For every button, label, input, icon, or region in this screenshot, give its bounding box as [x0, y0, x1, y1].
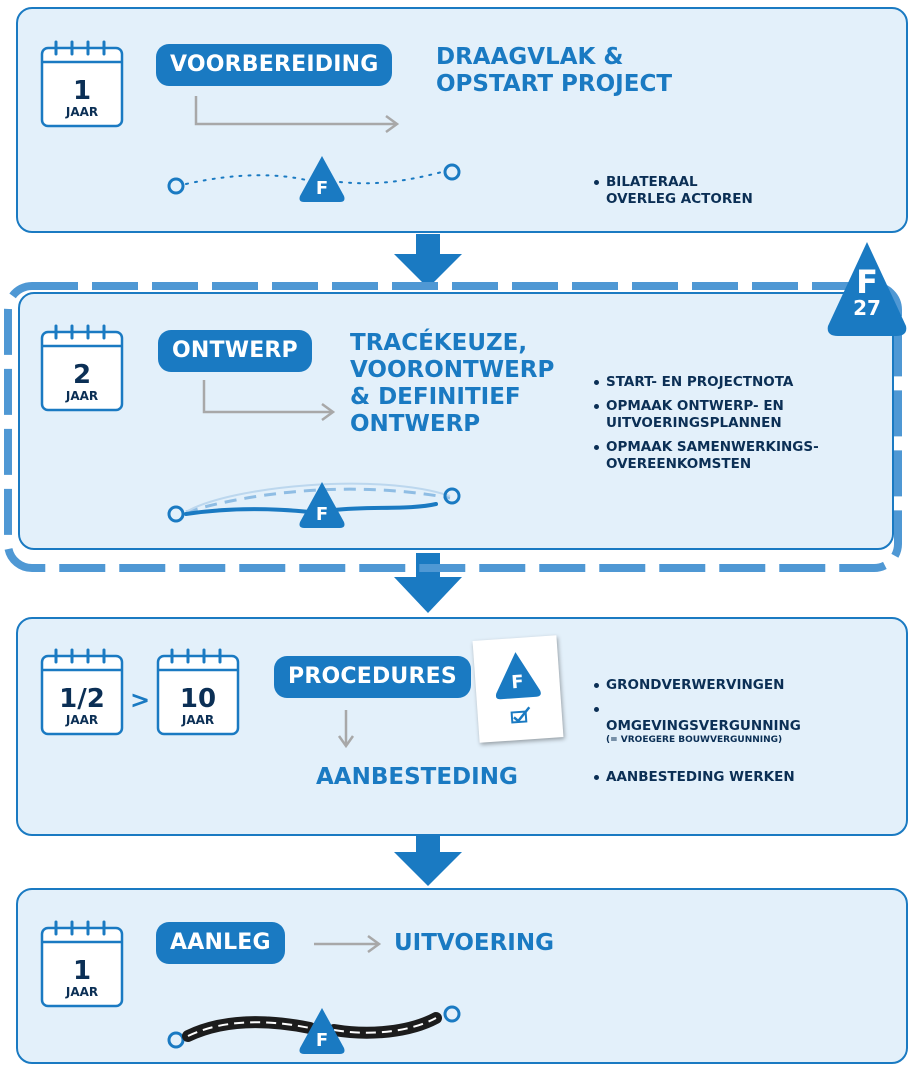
duration-value: 10 [179, 684, 217, 714]
duration-unit: JAAR [181, 713, 215, 727]
duration-calendar: 1 JAAR [40, 38, 124, 128]
phase-label-procedures: PROCEDURES [274, 656, 471, 698]
f-marker-icon [299, 1008, 345, 1054]
timeline-marker-letter: F [315, 504, 329, 525]
timeline-curves [167, 482, 461, 528]
bullet-item: OMGEVINGSVERGUNNING (= VROEGERE BOUWVERG… [592, 701, 801, 762]
phase-label-aanleg: AANLEG [156, 922, 285, 964]
phase-description: UITVOERING [394, 930, 554, 956]
phase-label-ontwerp: ONTWERP [158, 330, 312, 372]
down-arrow-icon [394, 834, 462, 886]
stage-bullets: BILATERAAL OVERLEG ACTOREN [592, 174, 753, 215]
f27-badge: F 27 [826, 240, 908, 338]
duration-calendar-from: 1/2 JAAR [40, 646, 124, 736]
bullet-item: BILATERAAL OVERLEG ACTOREN [592, 174, 753, 208]
duration-unit: JAAR [65, 985, 99, 999]
phase-description: DRAAGVLAK & OPSTART PROJECT [436, 44, 673, 97]
down-arrow-icon [394, 234, 462, 288]
f-marker-icon [299, 156, 345, 202]
duration-value: 1 [72, 956, 92, 986]
phase-description: AANBESTEDING [316, 764, 518, 790]
timeline-marker-letter: F [315, 178, 329, 199]
bullet-item: GRONDVERWERVINGEN [592, 677, 801, 694]
arrow-down-icon [337, 710, 355, 749]
calendar-icon [40, 648, 124, 736]
arrow-right-icon [314, 934, 382, 954]
duration-value: 2 [72, 360, 92, 390]
calendar-icon [40, 40, 124, 128]
calendar-icon [40, 324, 124, 412]
duration-separator: > [130, 686, 151, 714]
stage-bullets: GRONDVERWERVINGEN OMGEVINGSVERGUNNING (=… [592, 677, 801, 793]
duration-unit: JAAR [65, 389, 99, 403]
timeline-dotted [167, 156, 461, 202]
duration-calendar: 1 JAAR [40, 918, 124, 1008]
duration-unit: JAAR [65, 713, 99, 727]
bullet-item: AANBESTEDING WERKEN [592, 769, 801, 786]
badge-number: 27 [853, 296, 881, 320]
duration-value: 1 [72, 76, 92, 106]
bullet-item-text: OMGEVINGSVERGUNNING [606, 718, 801, 734]
stage-panel-ontwerp [18, 292, 894, 550]
badge-letter: F [856, 263, 878, 301]
duration-calendar: 2 JAAR [40, 322, 124, 412]
timeline-road [167, 1005, 461, 1054]
permit-document-icon: F [472, 635, 564, 743]
timeline-marker-letter: F [315, 1030, 329, 1051]
phase-description: TRACÉKEUZE, VOORONTWERP & DEFINITIEF ONT… [350, 330, 555, 437]
bullet-note: (= VROEGERE BOUWVERGUNNING) [606, 735, 783, 745]
stage-panel-aanleg [16, 888, 908, 1064]
duration-unit: JAAR [65, 105, 99, 119]
calendar-icon [156, 648, 240, 736]
bullet-item: OPMAAK SAMENWERKINGS- OVEREENKOMSTEN [592, 439, 819, 473]
calendar-icon [40, 920, 124, 1008]
duration-value: 1/2 [59, 684, 105, 714]
phase-label-voorbereiding: VOORBEREIDING [156, 44, 393, 86]
arrow-right-icon [194, 96, 400, 134]
f-marker-icon [299, 482, 345, 528]
stage-bullets: START- EN PROJECTNOTA OPMAAK ONTWERP- EN… [592, 374, 819, 480]
bullet-item: START- EN PROJECTNOTA [592, 374, 819, 391]
bullet-item: OPMAAK ONTWERP- EN UITVOERINGSPLANNEN [592, 398, 819, 432]
f-marker-icon [827, 242, 907, 336]
stage-highlight-frame [4, 282, 902, 572]
duration-calendar-to: 10 JAAR [156, 646, 240, 736]
doc-marker-letter: F [510, 671, 525, 694]
arrow-right-icon [202, 380, 336, 422]
